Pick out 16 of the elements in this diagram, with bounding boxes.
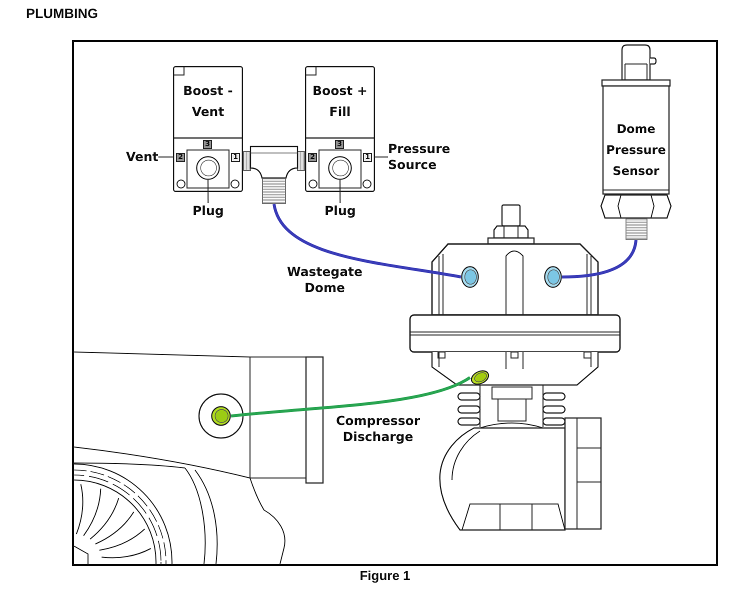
part-label: Dome Pressure Sensor [605, 121, 667, 180]
part-label: Boost + Fill [312, 82, 368, 121]
page-heading: PLUMBING [26, 6, 98, 22]
leader-line [208, 180, 209, 204]
hose [272, 204, 462, 278]
part-label: Boost - Vent [182, 82, 234, 121]
hose-label: Compressor Discharge [335, 413, 422, 445]
hose [230, 376, 471, 418]
callout-text: Pressure Source [388, 141, 450, 173]
callout-text: Vent [126, 149, 158, 165]
figure-caption: Figure 1 [360, 568, 410, 584]
callout-text: Plug [324, 203, 356, 219]
callout-text: Plug [192, 203, 224, 219]
leader-line [374, 156, 388, 158]
leader-line [340, 180, 341, 204]
leader-line [158, 156, 174, 158]
